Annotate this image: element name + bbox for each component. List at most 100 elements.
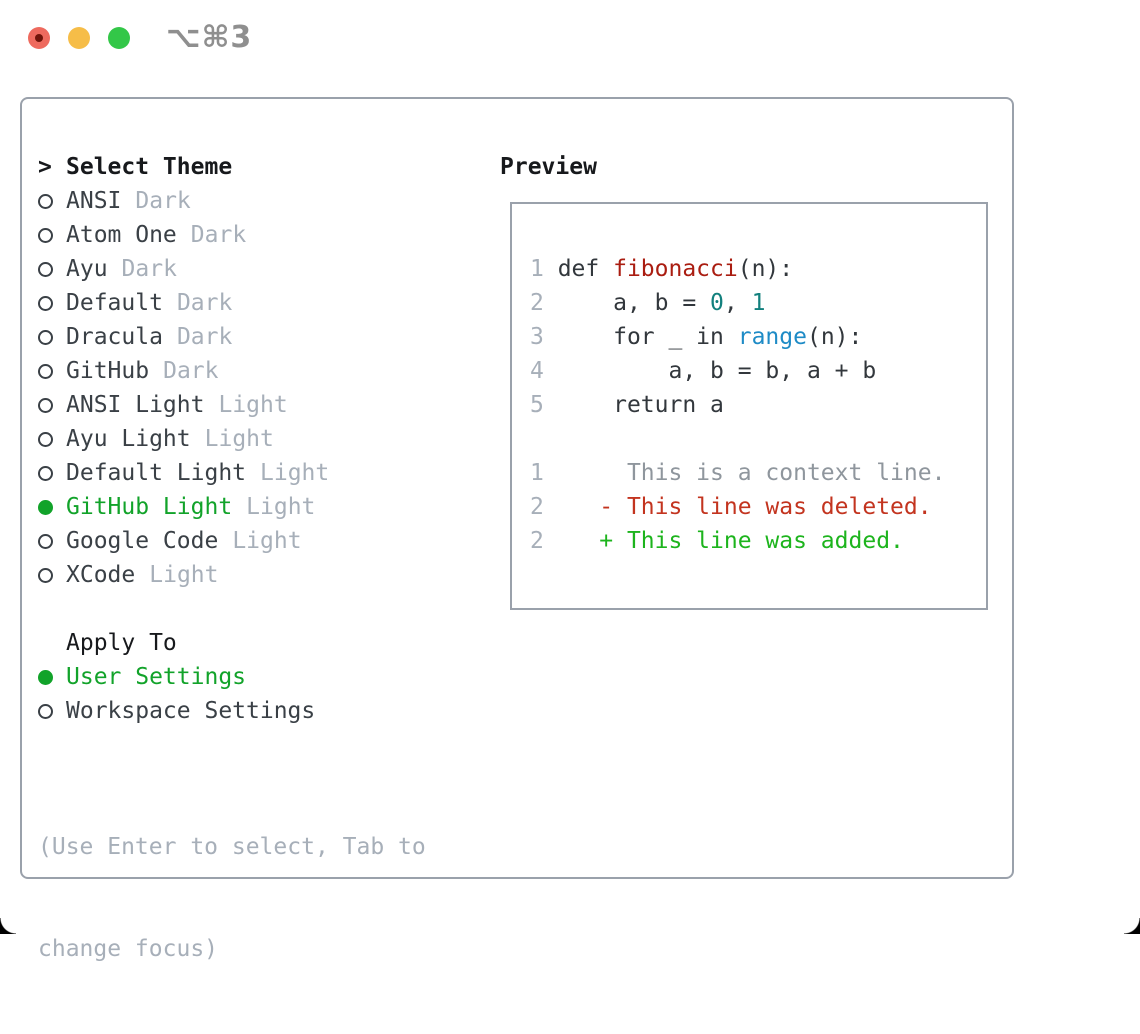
code-segment-code (558, 494, 600, 520)
code-segment-gutter: 2 (530, 494, 558, 520)
code-segment-deleted: - This line was deleted. (599, 494, 931, 520)
code-line (530, 422, 986, 456)
spacer (38, 592, 426, 626)
theme-option[interactable]: Dracula Dark (38, 320, 426, 354)
theme-option[interactable]: Google Code Light (38, 524, 426, 558)
close-button-icon[interactable] (28, 27, 50, 49)
theme-option-label: Ayu (66, 256, 108, 282)
theme-option-label: Dracula (66, 324, 163, 350)
code-segment-gutter: 1 (530, 460, 558, 486)
cursor-caret-icon: > (38, 154, 66, 180)
preview-column: Preview 1 def fibonacci(n):2 a, b = 0, 1… (500, 150, 988, 610)
apply-to-header: Apply To (38, 626, 426, 660)
code-line: 3 for _ in range(n): (530, 320, 986, 354)
preview-title: Preview (500, 150, 988, 184)
theme-variant-tag: Light (232, 528, 301, 554)
code-segment-builtin: range (738, 324, 807, 350)
theme-option-label: GitHub (66, 358, 149, 384)
theme-option-label: Default Light (66, 460, 246, 486)
theme-option[interactable]: ANSI Light Light (38, 388, 426, 422)
code-segment-gutter: 4 (530, 358, 558, 384)
radio-unselected-icon[interactable] (38, 466, 66, 481)
radio-selected-icon[interactable] (38, 500, 66, 515)
code-segment-code: a, b = b, a + b (558, 358, 877, 384)
radio-unselected-icon[interactable] (38, 228, 66, 243)
theme-variant-tag: Dark (191, 222, 246, 248)
theme-variant-tag: Dark (177, 324, 232, 350)
radio-unselected-icon[interactable] (38, 534, 66, 549)
apply-option[interactable]: User Settings (38, 660, 426, 694)
theme-option-label: ANSI (66, 188, 121, 214)
radio-unselected-icon[interactable] (38, 432, 66, 447)
code-segment-code: (n): (738, 256, 793, 282)
radio-unselected-icon[interactable] (38, 194, 66, 209)
code-line: 1 This is a context line. (530, 456, 986, 490)
window-corner (0, 918, 16, 934)
radio-unselected-icon[interactable] (38, 364, 66, 379)
code-segment-code (558, 528, 600, 554)
theme-option[interactable]: Atom One Dark (38, 218, 426, 252)
theme-option[interactable]: Ayu Light Light (38, 422, 426, 456)
code-segment-number: 0 (710, 290, 724, 316)
code-line: 5 return a (530, 388, 986, 422)
code-segment-gutter: 2 (530, 528, 558, 554)
hint-line: (Use Enter to select, Tab to (38, 830, 426, 864)
code-segment-code: (n): (807, 324, 862, 350)
theme-variant-tag: Light (246, 494, 315, 520)
theme-variant-tag: Dark (135, 188, 190, 214)
theme-option-label: Atom One (66, 222, 177, 248)
theme-option-label: XCode (66, 562, 135, 588)
code-segment-code: for _ in (558, 324, 738, 350)
code-segment-code: return a (558, 392, 724, 418)
theme-option-label: Default (66, 290, 163, 316)
code-line: 2 - This line was deleted. (530, 490, 986, 524)
theme-variant-tag: Light (205, 426, 274, 452)
spacer (38, 728, 426, 762)
radio-unselected-icon[interactable] (38, 568, 66, 583)
code-segment-context: This is a context line. (558, 460, 946, 486)
code-segment-code: def (558, 256, 613, 282)
theme-variant-tag: Light (149, 562, 218, 588)
theme-variant-tag: Dark (122, 256, 177, 282)
code-segment-gutter: 3 (530, 324, 558, 350)
zoom-button-icon[interactable] (108, 27, 130, 49)
code-line: 1 def fibonacci(n): (530, 252, 986, 286)
theme-option-label: Google Code (66, 528, 218, 554)
theme-option-label: ANSI Light (66, 392, 204, 418)
code-segment-number: 1 (752, 290, 766, 316)
titlebar: ⌥⌘3 (0, 0, 1140, 96)
code-segment-code: a, b = (558, 290, 710, 316)
theme-variant-tag: Light (260, 460, 329, 486)
radio-selected-icon[interactable] (38, 670, 66, 685)
theme-option[interactable]: Ayu Dark (38, 252, 426, 286)
hint-line: change focus) (38, 932, 426, 966)
code-segment-function: fibonacci (613, 256, 738, 282)
minimize-button-icon[interactable] (68, 27, 90, 49)
theme-option-label: Ayu Light (66, 426, 191, 452)
theme-option[interactable]: ANSI Dark (38, 184, 426, 218)
radio-unselected-icon[interactable] (38, 262, 66, 277)
select-theme-header: > Select Theme (38, 150, 426, 184)
code-segment-code: , (724, 290, 752, 316)
theme-variant-tag: Light (218, 392, 287, 418)
code-segment-added: + This line was added. (599, 528, 904, 554)
theme-option[interactable]: Default Light Light (38, 456, 426, 490)
apply-option-label: User Settings (66, 664, 246, 690)
code-segment-gutter: 1 (530, 256, 558, 282)
radio-unselected-icon[interactable] (38, 330, 66, 345)
theme-variant-tag: Dark (177, 290, 232, 316)
theme-option[interactable]: Default Dark (38, 286, 426, 320)
code-segment-gutter: 5 (530, 392, 558, 418)
radio-unselected-icon[interactable] (38, 296, 66, 311)
apply-option[interactable]: Workspace Settings (38, 694, 426, 728)
apply-option-label: Workspace Settings (66, 698, 315, 724)
code-line: 2 a, b = 0, 1 (530, 286, 986, 320)
theme-option[interactable]: XCode Light (38, 558, 426, 592)
radio-unselected-icon[interactable] (38, 398, 66, 413)
radio-unselected-icon[interactable] (38, 704, 66, 719)
